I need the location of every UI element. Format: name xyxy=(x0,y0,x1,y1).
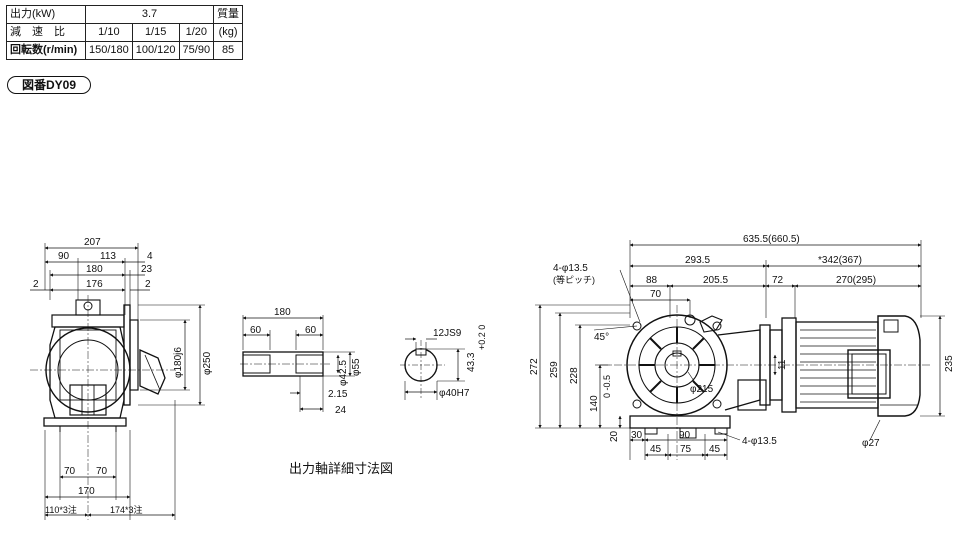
dim-140-tolerance: 0 -0.5 xyxy=(602,375,612,398)
dim-2-left: 2 xyxy=(33,279,39,290)
dim-90-side: 90 xyxy=(679,430,691,441)
dim-272: 272 xyxy=(529,358,540,375)
dim-equal-pitch: (等ピッチ) xyxy=(553,274,595,285)
dim-4-phi13-5-bottom: 4-φ13.5 xyxy=(742,436,777,447)
dim-phi215: φ215 xyxy=(690,384,714,395)
dim-293-5: 293.5 xyxy=(685,255,710,266)
dim-259: 259 xyxy=(549,361,560,378)
dim-4-phi13-5-top: 4-φ13.5 xyxy=(553,263,588,274)
spec-table: 出力(kW) 3.7 質量 減 速 比 1/10 1/15 1/20 (kg) … xyxy=(6,5,244,60)
dim-20: 20 xyxy=(609,430,620,442)
dim-phi180j6: φ180j6 xyxy=(173,347,184,378)
dim-45-deg: 45° xyxy=(594,332,609,343)
dim-2-right: 2 xyxy=(145,279,151,290)
dim-90: 90 xyxy=(58,251,70,262)
dim-24: 24 xyxy=(335,405,347,416)
side-view-dims: 635.5(660.5) 293.5 *342(367) 4-φ13.5 (等ピ… xyxy=(529,234,955,455)
dim-70-side: 70 xyxy=(650,289,662,300)
dim-phi27: φ27 xyxy=(862,438,880,449)
dim-43-3: 43.3 xyxy=(466,352,477,372)
spec-cell-ratio-1: 1/10 xyxy=(85,23,133,42)
spec-row-ratio: 減 速 比 1/10 1/15 1/20 (kg) xyxy=(6,23,244,42)
figure-label: 図番DY09 xyxy=(7,76,91,94)
shaft-detail-dims: 180 60 60 φ42.5 φ55 2.15 24 xyxy=(250,307,362,416)
dim-70-left: 70 xyxy=(64,466,76,477)
dim-phi40h7: φ40H7 xyxy=(439,388,470,399)
dim-140: 140 xyxy=(589,395,600,412)
dim-60-right: 60 xyxy=(305,325,317,336)
spec-cell-speed-2: 100/120 xyxy=(131,41,180,60)
shaft-section-dims: 12JS9 43.3 +0.2 0 φ40H7 xyxy=(433,325,487,399)
dim-phi250: φ250 xyxy=(202,351,213,375)
dim-270: 270(295) xyxy=(836,275,876,286)
dim-phi42-5: φ42.5 xyxy=(338,360,349,386)
dim-72: 72 xyxy=(772,275,784,286)
front-view-dims: 207 90 113 4 180 23 2 176 2 70 70 170 11… xyxy=(33,237,213,515)
spec-header-speed: 回転数(r/min) xyxy=(6,41,86,60)
dim-11: 11 xyxy=(777,359,788,370)
dim-205-5: 205.5 xyxy=(703,275,728,286)
spec-row-speed: 回転数(r/min) 150/180 100/120 75/90 85 xyxy=(6,41,244,60)
dim-180-shaft: 180 xyxy=(274,307,291,318)
dim-75: 75 xyxy=(680,444,692,455)
dim-phi55: φ55 xyxy=(351,358,362,376)
shaft-section xyxy=(400,337,465,400)
dim-30: 30 xyxy=(631,430,643,441)
dim-228: 228 xyxy=(569,367,580,384)
dim-45-left: 45 xyxy=(650,444,662,455)
dim-207: 207 xyxy=(84,237,101,248)
spec-cell-mass-value: 85 xyxy=(213,41,244,60)
dim-342: *342(367) xyxy=(818,255,862,266)
dim-113: 113 xyxy=(100,251,116,262)
dim-45-right: 45 xyxy=(709,444,721,455)
dim-635-5: 635.5(660.5) xyxy=(743,234,800,245)
dim-60-left: 60 xyxy=(250,325,262,336)
dim-180: 180 xyxy=(86,264,103,275)
dim-12js9: 12JS9 xyxy=(433,328,462,339)
dim-170: 170 xyxy=(78,486,95,497)
dim-tolerance: +0.2 0 xyxy=(477,325,487,350)
dim-110-note: 110*3注 xyxy=(45,504,77,515)
dim-176: 176 xyxy=(86,279,103,290)
shaft-detail-caption: 出力軸詳細寸法図 xyxy=(289,461,393,476)
spec-cell-speed-1: 150/180 xyxy=(85,41,133,60)
dim-70-right: 70 xyxy=(96,466,108,477)
dim-2-15: 2.15 xyxy=(328,389,348,400)
spec-cell-speed-3: 75/90 xyxy=(178,41,215,60)
dim-23: 23 xyxy=(141,264,153,275)
dim-88: 88 xyxy=(646,275,658,286)
shaft-detail xyxy=(240,315,355,412)
dim-235: 235 xyxy=(944,355,955,372)
dim-4: 4 xyxy=(147,251,153,262)
side-view xyxy=(535,240,945,460)
front-view xyxy=(30,243,205,520)
dim-174-note: 174*3注 xyxy=(110,504,143,515)
